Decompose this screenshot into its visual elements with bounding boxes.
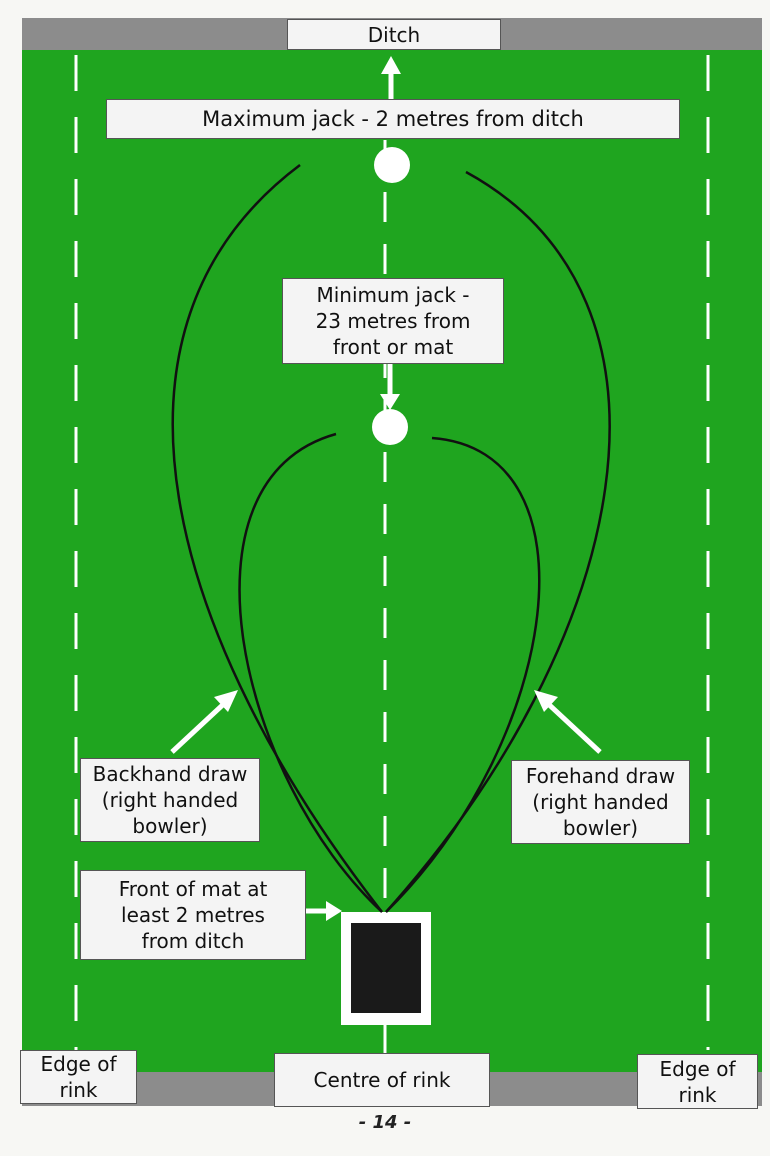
ditch-label: Ditch bbox=[287, 19, 501, 50]
centre-of-rink-label: Centre of rink bbox=[274, 1053, 490, 1107]
min-jack-arrowhead bbox=[380, 394, 400, 410]
forehand-arrowhead bbox=[534, 690, 558, 712]
max-jack bbox=[374, 147, 410, 183]
edge-of-rink-left-label: Edge of rink bbox=[20, 1050, 137, 1104]
inner-left-curve bbox=[238, 432, 383, 913]
page-number: - 14 - bbox=[358, 1112, 412, 1133]
outer-left-curve bbox=[171, 164, 383, 913]
mat bbox=[351, 923, 421, 1013]
min-jack-label: Minimum jack - 23 metres from front or m… bbox=[282, 278, 504, 364]
max-jack-label: Maximum jack - 2 metres from ditch bbox=[106, 99, 680, 139]
inner-right-curve bbox=[385, 436, 541, 913]
edge-of-rink-right-label: Edge of rink bbox=[637, 1054, 758, 1109]
front-of-mat-label: Front of mat at least 2 metres from ditc… bbox=[80, 870, 306, 960]
outer-right-curve bbox=[385, 170, 611, 913]
front-of-mat-arrowhead bbox=[326, 901, 342, 921]
min-jack bbox=[372, 409, 408, 445]
backhand-arrow-shaft bbox=[170, 698, 230, 754]
forehand-draw-label: Forehand draw (right handed bowler) bbox=[511, 760, 690, 844]
ditch-arrowhead bbox=[381, 56, 401, 74]
backhand-draw-label: Backhand draw (right handed bowler) bbox=[80, 758, 260, 842]
backhand-arrowhead bbox=[214, 690, 238, 712]
forehand-arrow-shaft bbox=[542, 698, 602, 754]
